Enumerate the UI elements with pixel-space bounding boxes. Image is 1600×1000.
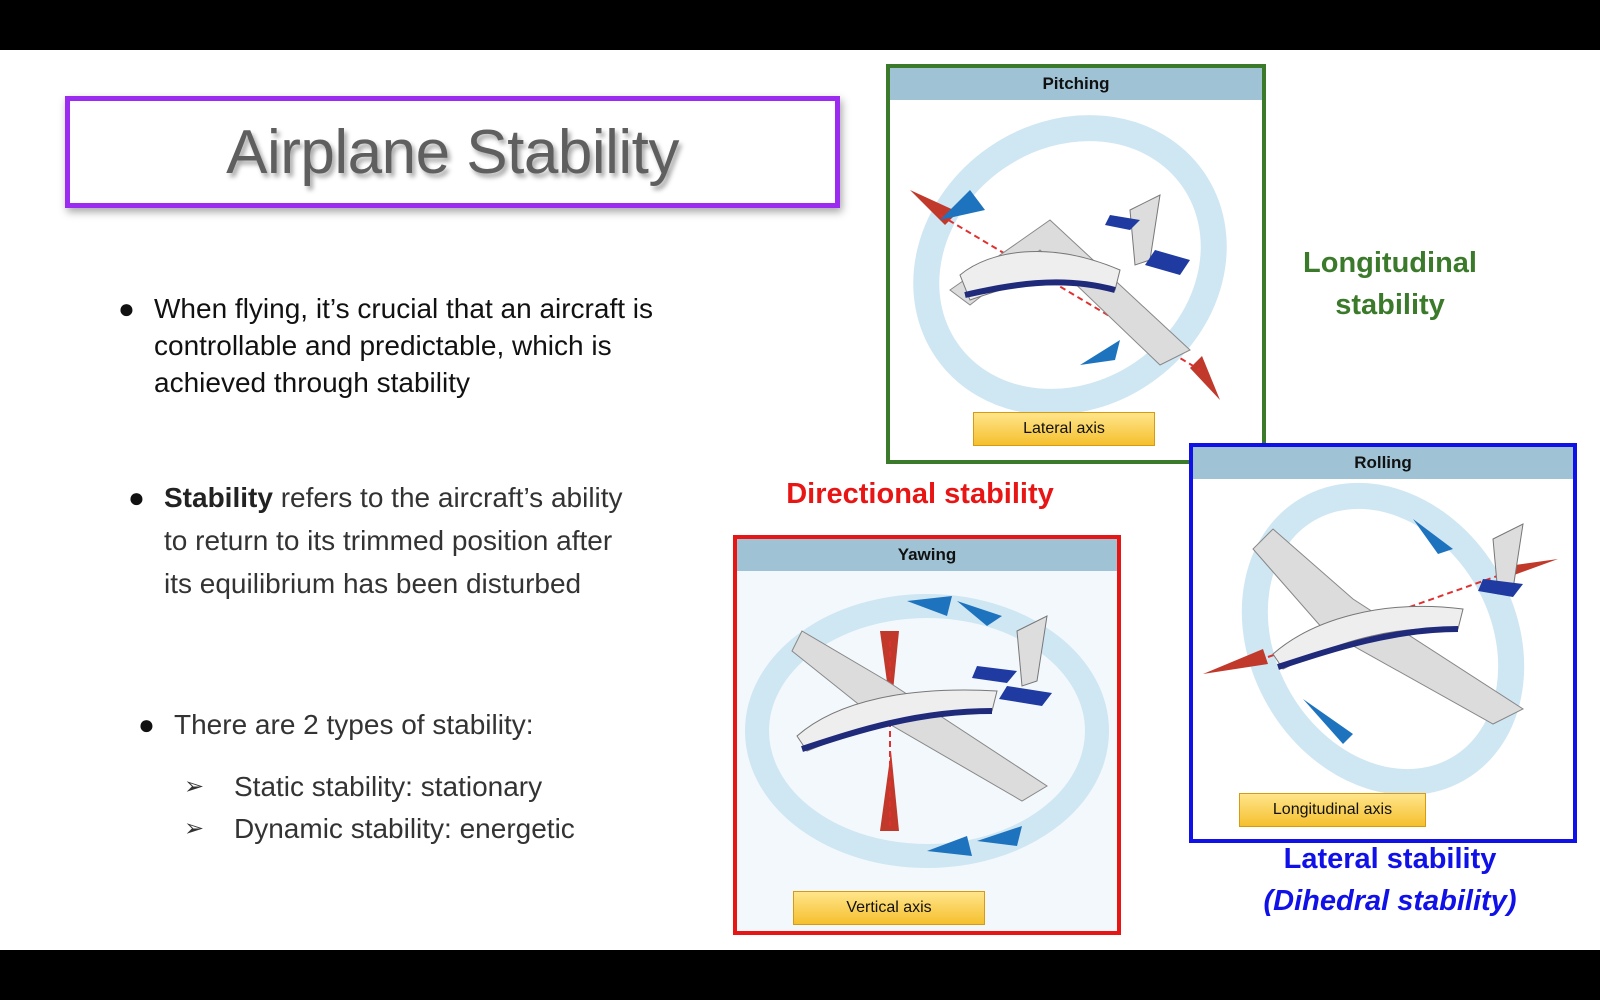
bullet-1-text: When flying, it’s crucial that an aircra…: [154, 293, 654, 398]
rolling-airplane-illustration: [1203, 482, 1558, 796]
longitudinal-caption-line-1: Longitudinal: [1303, 247, 1477, 279]
bullet-3-text: There are 2 types of stability:: [174, 709, 534, 740]
sub-bullet-1-text: Static stability: stationary: [234, 771, 543, 802]
yawing-airplane-illustration: [737, 571, 1117, 931]
bullet-dot: ●: [118, 293, 135, 324]
bullet-1: ● When flying, it’s crucial that an airc…: [118, 290, 714, 401]
sub-bullet-2-text: Dynamic stability: energetic: [234, 813, 575, 844]
yawing-header: Yawing: [737, 539, 1117, 571]
longitudinal-stability-caption: Longitudinal stability: [1270, 242, 1510, 326]
yawing-panel: Yawing Vertical axis: [733, 535, 1121, 935]
title-box: Airplane Stability: [65, 96, 840, 208]
arrow-bullet-icon: ➢: [184, 815, 205, 842]
vertical-axis-label: Vertical axis: [793, 891, 985, 925]
bullet-dot: ●: [138, 709, 155, 740]
arrow-bullet-icon: ➢: [184, 773, 205, 800]
bullet-2-text: refers to the aircraft’s ability to retu…: [164, 482, 623, 599]
sub-bullet-2: ➢ Dynamic stability: energetic: [184, 808, 575, 850]
lateral-caption-line-1: Lateral stability: [1283, 843, 1497, 875]
sub-bullet-1: ➢ Static stability: stationary: [184, 766, 543, 808]
slide-title: Airplane Stability: [226, 117, 679, 187]
pitching-panel: Pitching Lateral axis: [886, 64, 1266, 464]
bullet-3: ● There are 2 types of stability:: [138, 706, 694, 743]
lateral-stability-caption: Lateral stability (Dihedral stability): [1235, 838, 1545, 922]
longitudinal-caption-line-2: stability: [1335, 289, 1445, 321]
pitching-header: Pitching: [890, 68, 1262, 100]
directional-stability-caption: Directional stability: [786, 478, 1054, 510]
lateral-caption-line-2: (Dihedral stability): [1263, 885, 1517, 917]
rolling-header: Rolling: [1193, 447, 1573, 479]
pitching-airplane-illustration: [910, 115, 1227, 415]
bullet-2: ● Stability refers to the aircraft’s abi…: [128, 476, 644, 605]
rolling-panel: Rolling Longitudinal axis: [1189, 443, 1577, 843]
bullet-2-bold: Stability: [164, 482, 273, 513]
bullet-dot: ●: [128, 482, 145, 513]
slide: Airplane Stability ● When flying, it’s c…: [0, 50, 1600, 950]
longitudinal-axis-label: Longitudinal axis: [1239, 793, 1426, 827]
lateral-axis-label: Lateral axis: [973, 412, 1155, 446]
